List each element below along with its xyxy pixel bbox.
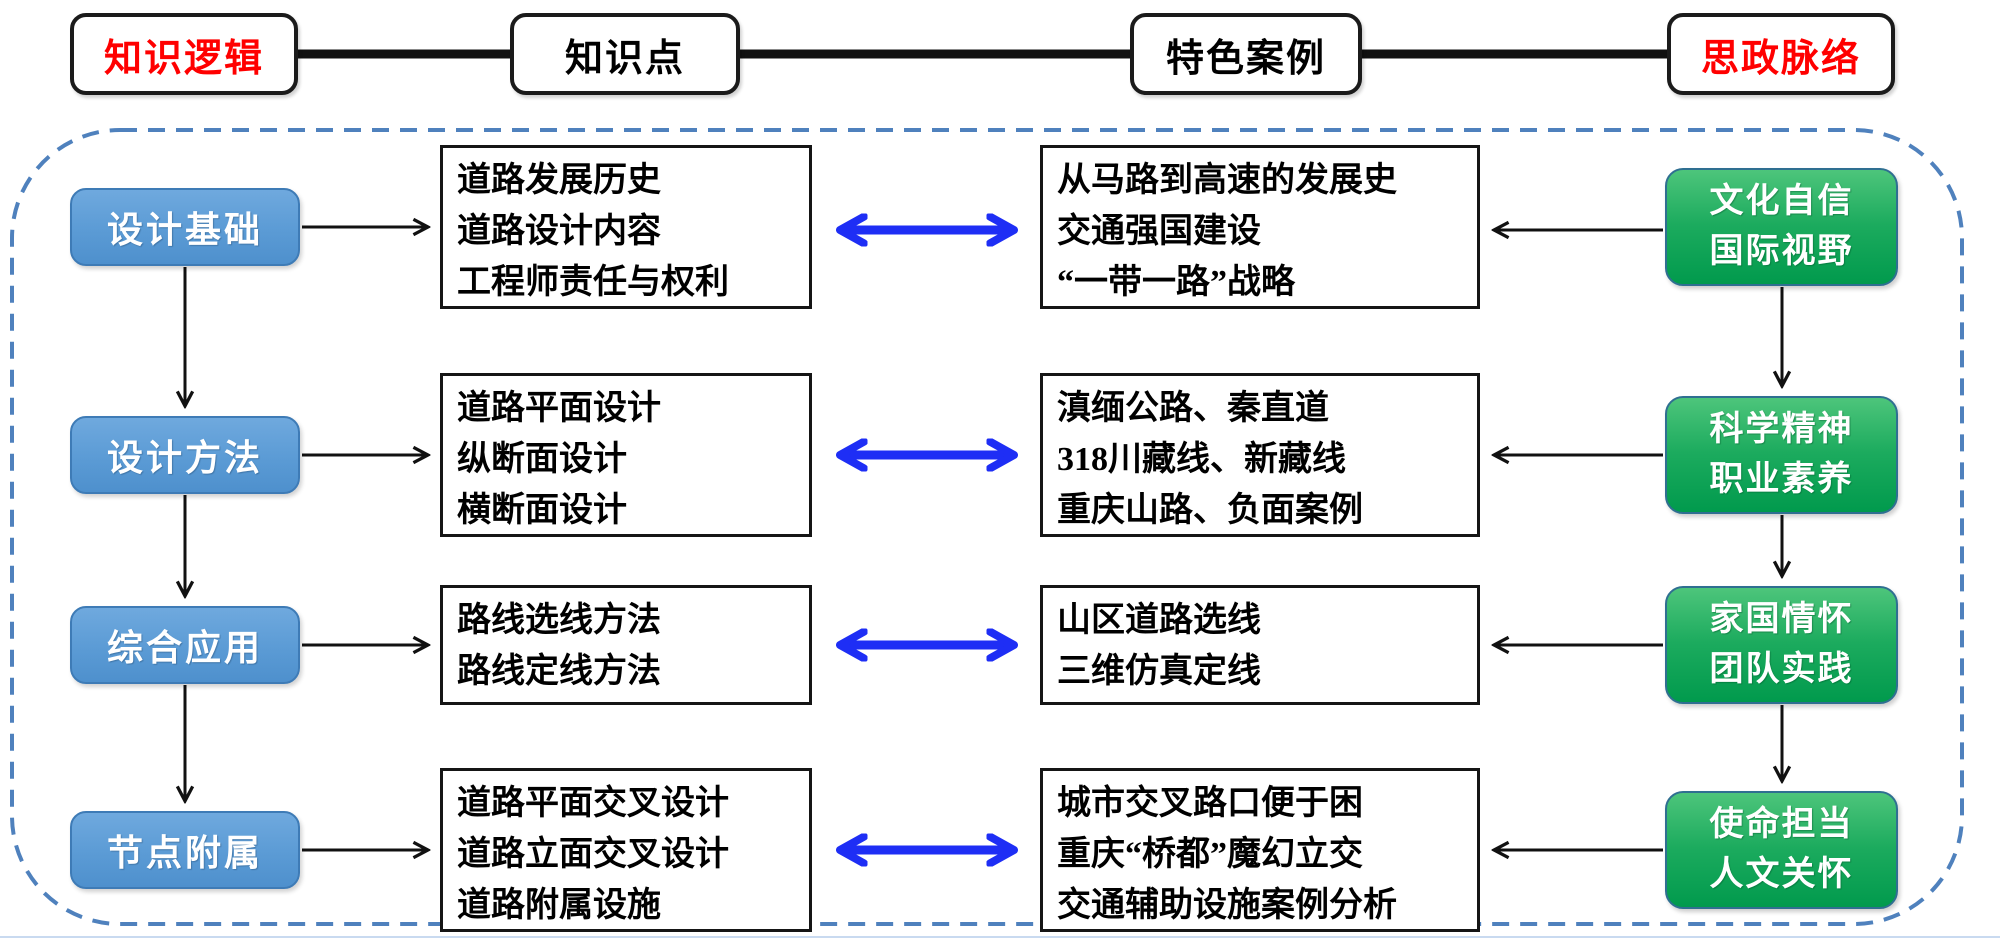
value-line: 人文关怀 <box>1709 856 1854 893</box>
value-box-4: 使命担当 人文关怀 <box>1665 791 1898 909</box>
knowledge-box-2: 道路平面设计 纵断面设计 横断面设计 <box>440 373 812 537</box>
knowledge-line: 道路立面交叉设计 <box>457 836 729 873</box>
header-feature-cases: 特色案例 <box>1130 13 1362 95</box>
case-box-2: 滇缅公路、秦直道 318川藏线、新藏线 重庆山路、负面案例 <box>1040 373 1480 537</box>
knowledge-box-1: 道路发展历史 道路设计内容 工程师责任与权利 <box>440 145 812 309</box>
logic-box-nodes-ancillary: 节点附属 <box>70 811 300 889</box>
knowledge-line: 横断面设计 <box>457 492 627 529</box>
case-line: “一带一路”战略 <box>1057 264 1295 301</box>
logic-box-design-basics: 设计基础 <box>70 188 300 266</box>
case-line: 318川藏线、新藏线 <box>1057 441 1346 478</box>
case-line: 重庆“桥都”魔幻立交 <box>1057 836 1363 873</box>
case-box-1: 从马路到高速的发展史 交通强国建设 “一带一路”战略 <box>1040 145 1480 309</box>
knowledge-line: 路线定线方法 <box>457 653 661 690</box>
dashed-container-border <box>10 128 1964 926</box>
value-line: 科学精神 <box>1709 411 1854 448</box>
case-line: 滇缅公路、秦直道 <box>1057 390 1329 427</box>
knowledge-line: 道路设计内容 <box>457 213 661 250</box>
value-box-2: 科学精神 职业素养 <box>1665 396 1898 514</box>
knowledge-line: 路线选线方法 <box>457 602 661 639</box>
page-bottom-divider <box>0 936 2000 938</box>
case-line: 城市交叉路口便于困 <box>1057 785 1363 822</box>
value-line: 团队实践 <box>1709 651 1854 688</box>
logic-box-design-methods: 设计方法 <box>70 416 300 494</box>
knowledge-line: 纵断面设计 <box>457 441 627 478</box>
case-line: 交通辅助设施案例分析 <box>1057 887 1397 924</box>
knowledge-line: 道路平面设计 <box>457 390 661 427</box>
knowledge-line: 道路发展历史 <box>457 162 661 199</box>
header-knowledge-points: 知识点 <box>510 13 740 95</box>
case-line: 重庆山路、负面案例 <box>1057 492 1363 529</box>
knowledge-line: 工程师责任与权利 <box>457 264 729 301</box>
case-box-3: 山区道路选线 三维仿真定线 <box>1040 585 1480 705</box>
header-ideology-thread: 思政脉络 <box>1667 13 1895 95</box>
value-line: 职业素养 <box>1709 461 1854 498</box>
value-line: 使命担当 <box>1709 806 1854 843</box>
knowledge-line: 道路平面交叉设计 <box>457 785 729 822</box>
logic-box-comprehensive-application: 综合应用 <box>70 606 300 684</box>
knowledge-box-3: 路线选线方法 路线定线方法 <box>440 585 812 705</box>
logic-to-knowledge-arrows <box>302 227 428 850</box>
case-line: 山区道路选线 <box>1057 602 1261 639</box>
case-line: 从马路到高速的发展史 <box>1057 162 1397 199</box>
value-box-1: 文化自信 国际视野 <box>1665 168 1898 286</box>
value-to-case-arrows <box>1494 230 1663 850</box>
case-line: 交通强国建设 <box>1057 213 1261 250</box>
knowledge-case-double-arrows <box>840 230 1014 850</box>
case-box-4: 城市交叉路口便于困 重庆“桥都”魔幻立交 交通辅助设施案例分析 <box>1040 768 1480 932</box>
knowledge-box-4: 道路平面交叉设计 道路立面交叉设计 道路附属设施 <box>440 768 812 932</box>
case-line: 三维仿真定线 <box>1057 653 1261 690</box>
header-knowledge-logic: 知识逻辑 <box>70 13 298 95</box>
value-line: 文化自信 <box>1709 183 1854 220</box>
value-line: 家国情怀 <box>1709 601 1854 638</box>
value-line: 国际视野 <box>1709 233 1854 270</box>
value-box-3: 家国情怀 团队实践 <box>1665 586 1898 704</box>
knowledge-line: 道路附属设施 <box>457 887 661 924</box>
